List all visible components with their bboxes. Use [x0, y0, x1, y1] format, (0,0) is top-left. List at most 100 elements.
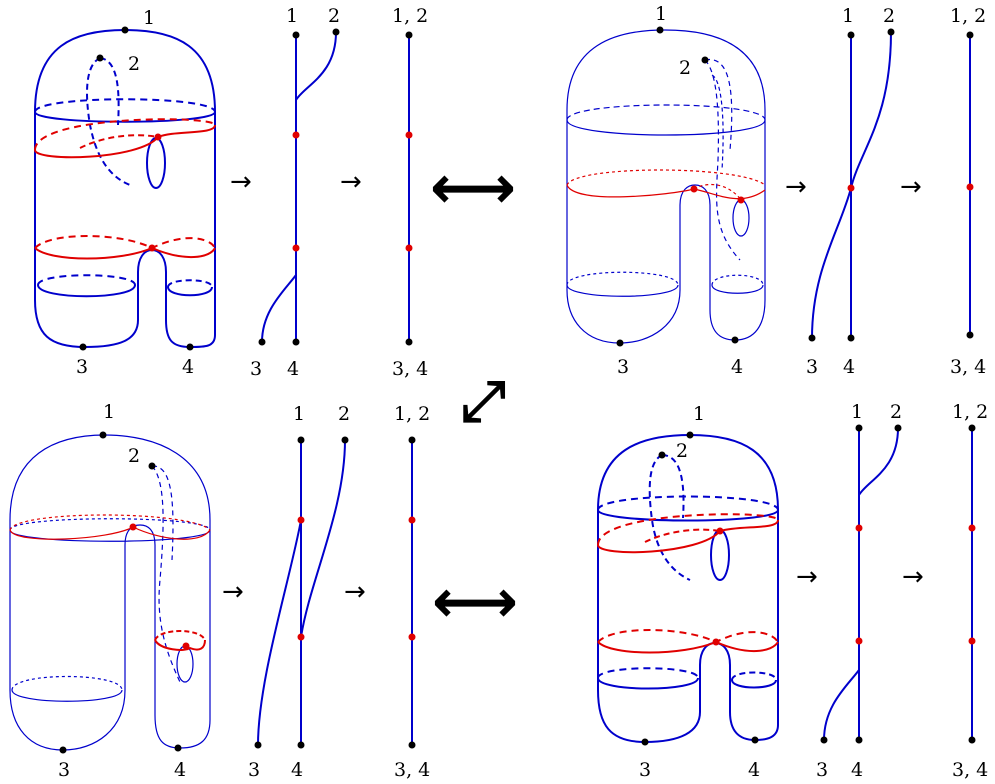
surface-label-3: 3 — [58, 759, 70, 781]
lower-level-front — [597, 640, 779, 654]
graph-label-3: 3 — [816, 759, 828, 781]
top-circle-front — [9, 529, 211, 542]
lower-level-back — [597, 629, 779, 644]
upper-level-front — [597, 519, 779, 554]
vertex-1 — [292, 31, 300, 39]
vertex-2 — [701, 56, 709, 64]
critical-point — [405, 244, 413, 252]
critical-point — [182, 642, 190, 650]
critical-point — [737, 196, 745, 204]
top-circle-front — [566, 119, 766, 136]
equivalence-arrow-diagonal: ⤢ — [461, 369, 506, 434]
vertex-2 — [658, 451, 666, 459]
surface-bottom-right — [597, 433, 779, 744]
top-circle-front — [34, 111, 216, 123]
edge-2 — [295, 31, 337, 101]
graph-label-34: 3, 4 — [950, 356, 986, 378]
graph-label-34: 3, 4 — [952, 759, 988, 781]
upper-level-front — [34, 124, 216, 159]
handle-outer — [661, 454, 685, 519]
graph-label-1: 1 — [842, 5, 854, 27]
critical-points-bottom-left — [59, 431, 190, 754]
vertex-1 — [847, 31, 855, 39]
level-front — [566, 184, 766, 200]
surface-label-2: 2 — [676, 440, 688, 462]
vertex — [408, 741, 416, 749]
surface-label-3: 3 — [76, 356, 88, 378]
top-circle-back — [566, 104, 766, 121]
reeb-graph-1-bottom-left — [257, 439, 346, 746]
level-sets-bottom-right — [597, 513, 779, 654]
edge-2 — [850, 31, 892, 189]
vertex-3 — [641, 738, 649, 746]
vertex-3 — [820, 736, 828, 744]
level-back — [566, 169, 766, 186]
surface-outline — [597, 433, 779, 744]
graph-label-4: 4 — [843, 356, 855, 378]
handle-outer — [151, 465, 174, 561]
handle-outer — [99, 57, 120, 126]
graph-label-1: 1 — [286, 5, 298, 27]
panel-top-right: 1 2 3 4 → 1 2 3 4 → 1, 2 3, 4 — [566, 3, 986, 378]
surface-label-4: 4 — [174, 759, 186, 781]
surface-outline — [34, 28, 216, 349]
vertex-1 — [656, 26, 664, 34]
panel-bottom-left: 1 2 3 4 → 1 2 3 4 → 1, 2 3, 4 — [9, 401, 430, 781]
bottom-circle-right-front — [731, 679, 777, 689]
vertex-4 — [186, 343, 194, 351]
edge-3 — [261, 274, 297, 343]
bottom-circle-right-back — [167, 279, 213, 288]
vertex-1 — [855, 424, 863, 432]
graph-label-34: 3, 4 — [392, 358, 428, 380]
graph-label-2: 2 — [883, 5, 895, 27]
map-arrow: → — [902, 562, 924, 592]
graph-label-3: 3 — [248, 759, 260, 781]
surface-label-4: 4 — [748, 759, 760, 781]
reeb-graph-1-bottom-right — [823, 427, 899, 741]
vertex-1 — [297, 436, 305, 444]
bottom-circle-left-back — [11, 675, 123, 691]
surface-label-3: 3 — [617, 356, 629, 378]
critical-points-top-right — [616, 26, 745, 347]
critical-point — [966, 183, 974, 191]
graph-label-3: 3 — [250, 358, 262, 380]
vertex-4 — [292, 338, 300, 346]
graph-label-1: 1 — [851, 401, 863, 423]
handle-loop — [146, 137, 166, 189]
critical-point — [297, 633, 305, 641]
surface-label-2: 2 — [128, 445, 140, 467]
critical-point — [408, 516, 416, 524]
equivalence-arrow-bottom: ⟷ — [432, 567, 518, 637]
bottom-circle-left-front — [37, 284, 136, 298]
lower-level-back — [154, 630, 206, 641]
top-circle-back — [34, 98, 216, 113]
surface-label-1: 1 — [693, 403, 705, 425]
vertex-4 — [847, 334, 855, 342]
upper-level-front — [9, 526, 211, 540]
handle-inner — [151, 465, 181, 683]
vertex-4 — [731, 336, 739, 344]
upper-level-inner — [79, 134, 159, 149]
bottom-circle-left-front — [597, 677, 699, 690]
level-sets-top-right — [566, 169, 766, 201]
critical-point — [847, 184, 855, 192]
top-circle-back — [9, 518, 211, 531]
handle-loop — [732, 199, 750, 237]
reeb-graph-2-bottom-right — [968, 424, 976, 744]
edge-3 — [811, 187, 852, 339]
critical-point — [855, 524, 863, 532]
upper-level-back — [34, 118, 216, 151]
handle-loop — [176, 645, 194, 683]
vertex — [408, 436, 416, 444]
critical-point — [292, 244, 300, 252]
surface-label-1: 1 — [103, 401, 115, 423]
edge-2 — [300, 439, 346, 638]
vertex-2 — [96, 54, 104, 62]
graph-label-3: 3 — [806, 356, 818, 378]
panel-bottom-right: 1 2 3 4 → 1 2 3 4 → 1, 2 3, 4 — [597, 401, 988, 781]
level-sets-bottom-left-lower — [154, 630, 206, 651]
surface-outline — [9, 434, 211, 751]
vertex-2 — [148, 462, 156, 470]
equivalence-arrow-top: ⟷ — [430, 153, 516, 223]
vertex-3 — [254, 741, 262, 749]
